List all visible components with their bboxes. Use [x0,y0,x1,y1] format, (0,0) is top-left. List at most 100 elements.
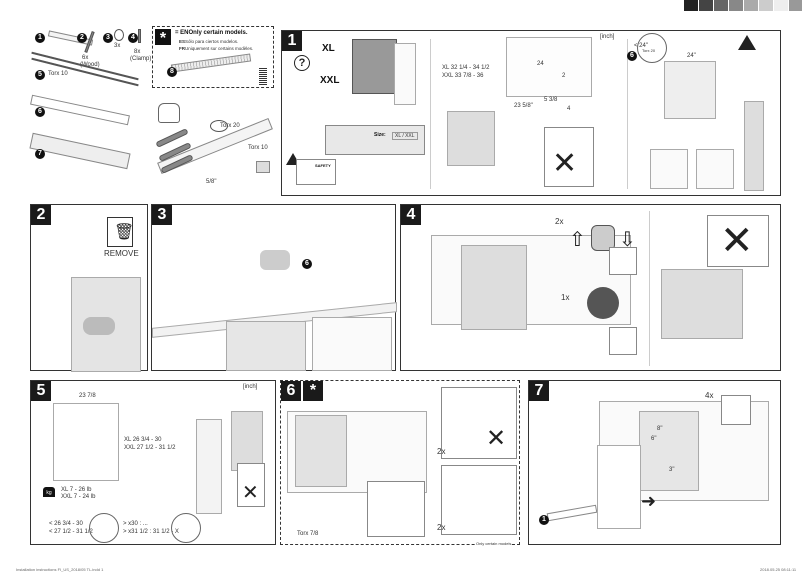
unit-label: [inch] [600,34,615,40]
step-7-panel: 7 8" 6" 3" ➜ 4x 1 [528,380,781,545]
hand-strip-detail [260,250,290,270]
qty-label: 1x [561,293,570,302]
note: > x30 : ... [123,521,148,527]
height-xl: XL 26 3/4 - 30 [124,437,162,443]
step-2-panel: 2 🗑 REMOVE [30,204,148,372]
detail-circle [89,513,119,543]
part-number: 1 [35,33,45,43]
only-certain-models: Only certain models. [476,541,513,546]
color-swatch [744,0,758,11]
step-number: 5 [31,381,51,401]
part-number: 2 [77,33,87,43]
lang-code: FR [179,46,185,51]
door-panel [597,445,641,529]
cross-icon: ✕ [720,219,754,263]
dim-top: 24" [687,53,696,59]
notice-en: = ENOnly certain models. [175,30,248,36]
dim-5: 5 3/8 [544,97,558,103]
accessories-section: 1 2 6x (Wood) 3 3x 4 8x (Clamp) 5 Torx 1… [20,25,152,205]
dishwasher-open [352,39,397,94]
star-icon: * [155,29,171,47]
cross-icon: ✕ [486,425,507,452]
cabinet-niche [506,37,592,97]
footer-timestamp: 2018.05.25 08:11:11 [760,567,797,572]
detail-box [609,327,637,355]
gloves-icon [158,103,180,123]
color-swatch [699,0,713,11]
cross-icon: ✕ [552,147,578,180]
step-number: 6 [281,381,301,401]
dim-2: 2 [562,73,566,79]
cabinet [312,317,392,371]
protective-strip [30,94,130,126]
step-4-panel: 4 2x ⇧ ⇩ 1x ✕ [400,204,781,371]
remove-label: REMOVE [104,249,139,258]
rotate-detail [591,225,615,251]
arrow-down-icon: ⇩ [619,229,636,251]
size-label: Size: [374,132,386,138]
dim-4: 4 [567,106,571,112]
screw-icon [138,29,141,43]
torx-label: Torx 7/8 [297,531,319,537]
unit-label: [inch] [243,384,258,390]
dishwasher [461,245,527,330]
height-xl: XL 32 1/4 - 34 1/2 [442,65,490,71]
detail-circle: Torx 20 [637,33,667,63]
safety-manual-icon: SAFETY [296,159,336,185]
color-swatch [759,0,773,11]
qty-label: 4x [705,391,714,400]
part-number: 6 [302,259,312,269]
part-qty: 8x [134,49,141,55]
step-number: 1 [282,31,302,51]
arrow-icon: ➜ [641,491,657,511]
step-number: 3 [152,205,172,225]
dishwasher-door [394,43,416,105]
height-xxl: XXL 27 1/2 - 31 1/2 [124,445,176,451]
weight-xl: XL 7 - 26 lb [61,487,92,493]
side-detail [696,149,734,189]
notice-text: Only certain models. [188,30,248,36]
part-number: 4 [128,33,138,43]
qty-label: 2x [555,217,564,226]
tape-measure-icon [256,161,270,173]
ribbed-strip [170,53,252,73]
screw-detail [721,395,751,425]
part-qty: 6x [82,55,89,61]
qty-label: 2x [437,523,446,532]
pliers-icon [210,120,228,132]
safety-label: SAFETY [315,163,331,168]
dishwasher-front [639,411,699,491]
protective-strip [546,504,598,522]
detail-circle [171,513,201,543]
panel-width: 23 7/8 [79,393,96,399]
part-number: 7 [35,149,45,159]
tools-section: Torx 20 Torx 10 5/8" [150,95,278,200]
part-note: (Wood) [80,62,100,68]
no-tilt-warning: ✕ [707,215,769,267]
warning-detail [544,127,594,187]
part-number: 6 [627,51,637,61]
notice-text: Uniquement sur certains modèles. [185,46,254,51]
notice-text: Sólo para ciertos modelos. [185,39,239,44]
part-size: Torx 10 [48,71,68,77]
trash-icon: 🗑 [107,217,134,247]
foot-detail [367,481,425,537]
warning-icon [738,35,756,50]
dishwasher-installed [447,111,495,166]
size-xxl: XXL [320,75,340,86]
color-swatch [729,0,743,11]
color-swatch [789,0,802,11]
dim-width: 23 5/8" [514,103,533,109]
size-xl: XL [322,43,335,54]
weight-xxl: XXL 7 - 24 lb [61,494,96,500]
dim-label: 6" [651,436,657,442]
clip-icon [114,29,124,41]
weight-icon: kg [43,487,55,497]
part-note: (Clamp) [130,56,152,62]
question-icon: ? [294,55,310,71]
cover-plate [29,132,131,170]
torx-label: Torx 20 [642,48,656,53]
barcode [259,67,267,85]
tool-label: 5/8" [206,179,217,185]
size-label-plate: Size: XL / XXL [325,125,425,155]
